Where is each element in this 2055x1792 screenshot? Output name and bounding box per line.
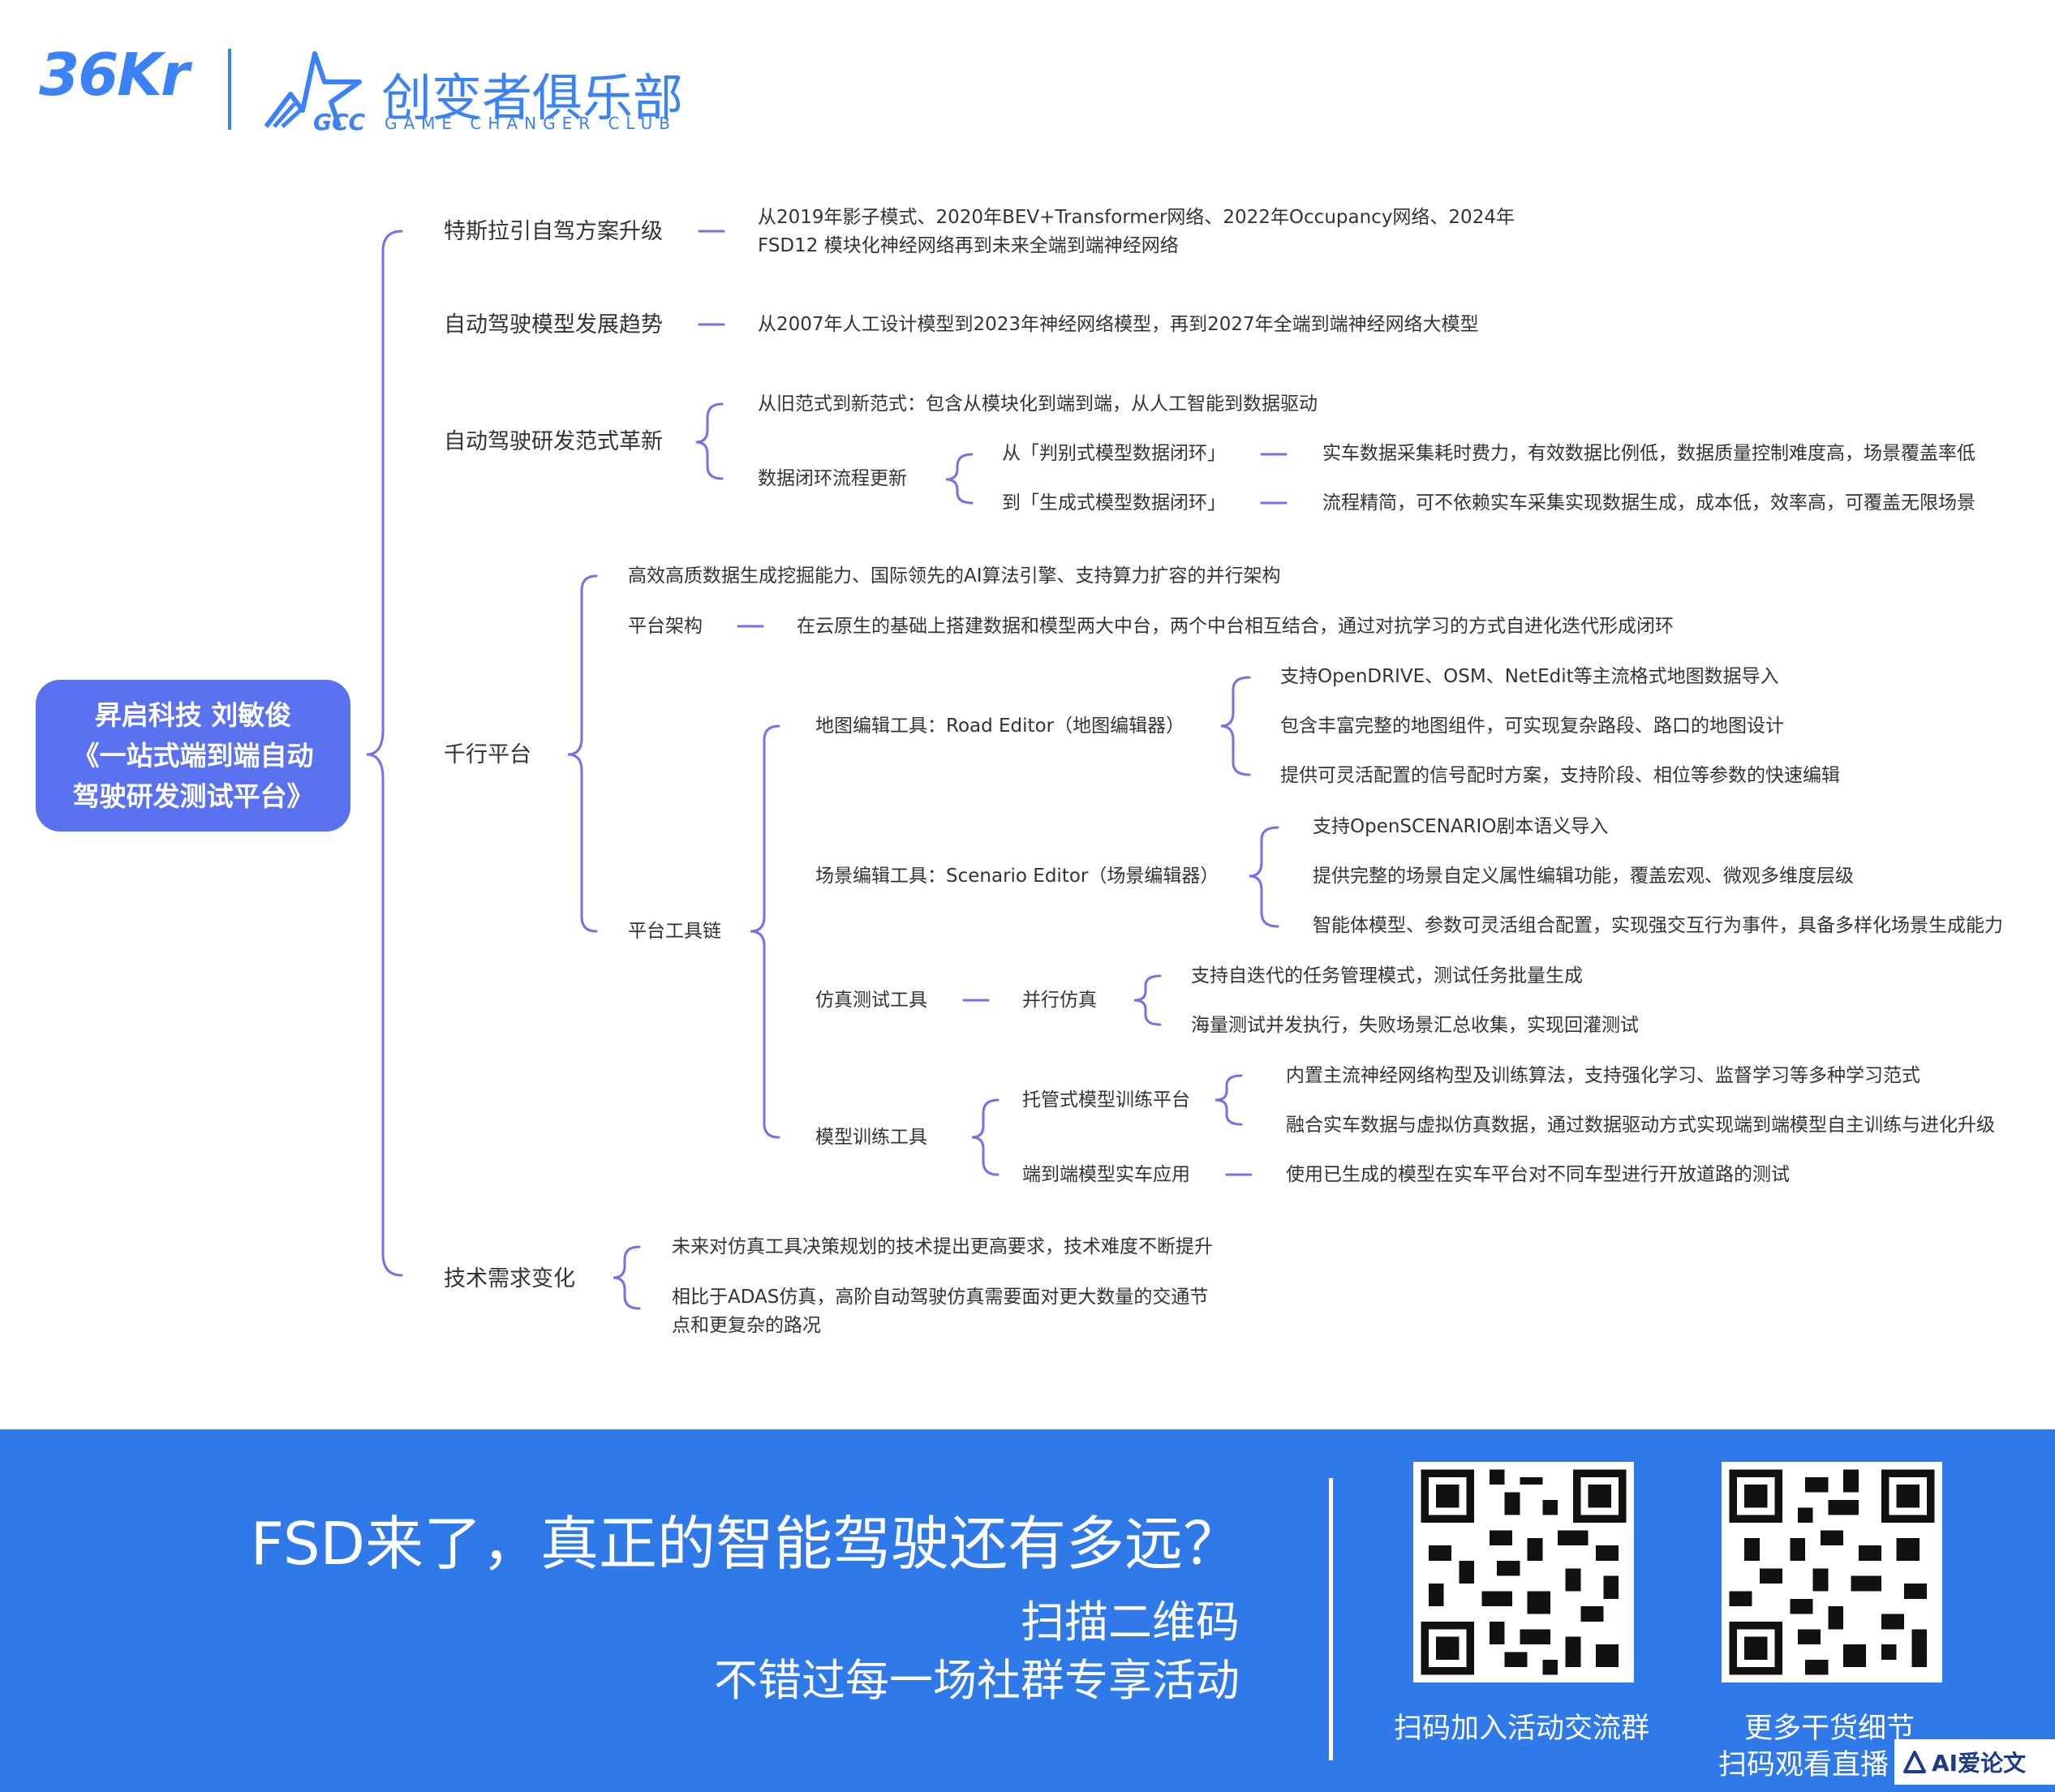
qianxing-architecture: 平台架构 <box>628 616 703 637</box>
scenario-editor-item: 提供完整的场景自定义属性编辑功能，覆盖宏观、微观多维度层级 <box>1313 866 1854 887</box>
loop-generative-detail: 流程精简，可不依赖实车采集实现数据生成，成本低，效率高，可覆盖无限场景 <box>1322 492 1975 514</box>
club-name-cn: 创变者俱乐部 <box>381 68 684 127</box>
watermark-text: AI爱论文 <box>1932 1750 2027 1777</box>
ai-logo-icon <box>1902 1750 1927 1774</box>
training-item: 内置主流神经网络构型及训练算法，支持强化学习、监督学习等多种学习范式 <box>1286 1065 1920 1086</box>
qr-livestream-caption-1: 更多干货细节 <box>1744 1712 1915 1745</box>
tech-demand-item: 相比于ADAS仿真，高阶自动驾驶仿真需要面对更大数量的交通节 <box>672 1287 1209 1308</box>
e2e-vehicle-application-detail: 使用已生成的模型在实车平台对不同车型进行开放道路的测试 <box>1286 1164 1790 1185</box>
training-item: 融合实车数据与虚拟仿真数据，通过数据驱动方式实现端到端模型自主训练与进化升级 <box>1286 1115 1995 1136</box>
root-line-2: 《一站式端到端自动 <box>72 739 314 771</box>
tech-demand-item: 未来对仿真工具决策规划的技术提出更高要求，技术难度不断提升 <box>672 1236 1213 1257</box>
header: 36Kr GCC 创变者俱乐部 GAME CHANGER CLUB <box>0 0 2055 162</box>
footer-divider <box>1329 1478 1333 1760</box>
paradigm-old-new: 从旧范式到新范式：包含从模块化到端到端，从人工智能到数据驱动 <box>758 393 1318 415</box>
managed-training-platform: 托管式模型训练平台 <box>1022 1089 1190 1111</box>
road-editor-item: 提供可灵活配置的信号配时方案，支持阶段、相位等参数的快速编辑 <box>1280 765 1840 786</box>
qianxing-architecture-detail: 在云原生的基础上搭建数据和模型两大中台，两个中台相互结合，通过对抗学习的方式自进… <box>797 616 1674 637</box>
tool-scenario-editor: 场景编辑工具：Scenario Editor（场景编辑器） <box>815 866 1219 887</box>
gcc-star-icon: GCC <box>258 45 366 135</box>
branch-tesla: 特斯拉引自驾方案升级 <box>444 219 663 244</box>
branch-tesla-detail-2: FSD12 模块化神经网络再到未来全端到端神经网络 <box>758 235 1179 256</box>
branch-tech-demand: 技术需求变化 <box>444 1266 575 1291</box>
club-name-en: GAME CHANGER CLUB <box>385 114 677 133</box>
tech-demand-item: 点和更复杂的路况 <box>672 1315 821 1336</box>
tool-model-training: 模型训练工具 <box>815 1127 927 1148</box>
root-line-1: 昇启科技 刘敏俊 <box>94 698 292 731</box>
watermark: AI爱论文 <box>1894 1739 2055 1785</box>
road-editor-item: 支持OpenDRIVE、OSM、NetEdit等主流格式地图数据导入 <box>1280 666 1779 687</box>
scenario-editor-item: 支持OpenSCENARIO剧本语义导入 <box>1313 816 1609 837</box>
e2e-vehicle-application: 端到端模型实车应用 <box>1022 1164 1190 1185</box>
footer-headline: FSD来了，真正的智能驾驶还有多远？ <box>250 1510 1241 1578</box>
tool-road-editor: 地图编辑工具：Road Editor（地图编辑器） <box>815 716 1185 737</box>
branch-paradigm: 自动驾驶研发范式革新 <box>444 429 663 454</box>
mindmap-connectors <box>366 230 1288 1310</box>
36kr-logo: 36Kr <box>39 41 189 109</box>
branch-qianxing: 千行平台 <box>444 742 531 767</box>
branch-model-trend-detail: 从2007年人工设计模型到2023年神经网络模型，再到2027年全端到端神经网络… <box>758 314 1479 335</box>
root-node: 昇启科技 刘敏俊 《一站式端到端自动 驾驶研发测试平台》 <box>36 680 350 832</box>
qr-livestream-caption-2: 扫码观看直播 <box>1718 1749 1889 1781</box>
root-line-3: 驾驶研发测试平台》 <box>72 780 314 812</box>
logo-divider <box>228 49 231 130</box>
tool-simulation-test: 仿真测试工具 <box>815 990 927 1011</box>
simulation-item: 海量测试并发执行，失败场景汇总收集，实现回灌测试 <box>1191 1015 1639 1036</box>
footer-sub-1: 扫描二维码 <box>1021 1596 1240 1648</box>
simulation-item: 支持自迭代的任务管理模式，测试任务批量生成 <box>1191 965 1583 986</box>
branch-model-trend: 自动驾驶模型发展趋势 <box>444 312 663 337</box>
footer-sub-2: 不错过每一场社群专享活动 <box>714 1655 1240 1706</box>
footer-banner: FSD来了，真正的智能驾驶还有多远？ 扫描二维码 不错过每一场社群专享活动 扫码… <box>0 1429 2055 1792</box>
qr-group-caption: 扫码加入活动交流群 <box>1394 1712 1650 1745</box>
qr-code-group[interactable] <box>1413 1462 1634 1682</box>
gcc-badge: GCC <box>313 109 366 135</box>
loop-generative: 到「生成式模型数据闭环」 <box>1002 492 1226 514</box>
scenario-editor-item: 智能体模型、参数可灵活组合配置，实现强交互行为事件，具备多样化场景生成能力 <box>1313 915 2003 936</box>
branch-tesla-detail-1: 从2019年影子模式、2020年BEV+Transformer网络、2022年O… <box>758 207 1515 228</box>
parallel-simulation: 并行仿真 <box>1022 990 1097 1011</box>
qr-code-livestream[interactable] <box>1722 1462 1942 1682</box>
road-editor-item: 包含丰富完整的地图组件，可实现复杂路段、路口的地图设计 <box>1280 716 1784 737</box>
loop-discriminative: 从「判别式模型数据闭环」 <box>1002 443 1226 464</box>
loop-discriminative-detail: 实车数据采集耗时费力，有效数据比例低，数据质量控制难度高，场景覆盖率低 <box>1322 443 1975 464</box>
qianxing-capability: 高效高质数据生成挖掘能力、国际领先的AI算法引擎、支持算力扩容的并行架构 <box>628 565 1281 587</box>
paradigm-data-loop: 数据闭环流程更新 <box>758 468 907 489</box>
qianxing-toolchain: 平台工具链 <box>628 921 721 942</box>
